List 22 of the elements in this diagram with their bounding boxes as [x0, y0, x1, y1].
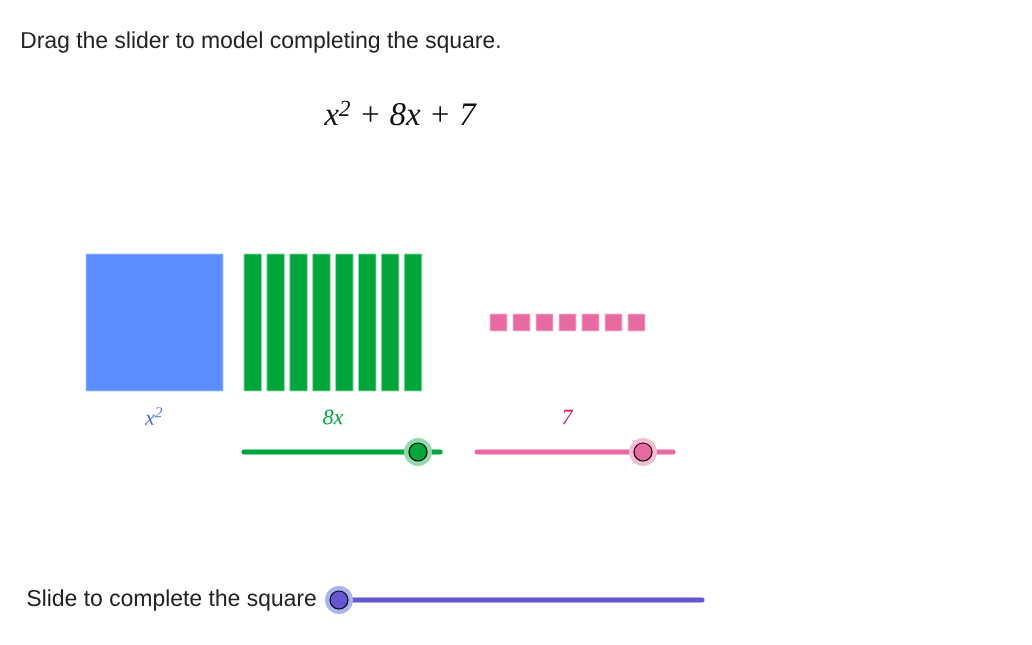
tile-label: 7	[562, 409, 574, 425]
slider-label: Slide to complete the square	[27, 589, 316, 611]
bar-tile	[358, 253, 377, 392]
bar-tile	[289, 253, 308, 392]
bar-tile	[312, 253, 331, 392]
bar-tile	[266, 253, 285, 392]
bar-tile	[381, 253, 400, 392]
unit-tile	[581, 313, 600, 332]
square-tile	[85, 253, 224, 392]
tile-label: 8x	[323, 409, 344, 425]
unit-tile	[489, 313, 508, 332]
unit-tile	[627, 313, 646, 332]
bar-tile	[335, 253, 354, 392]
unit-tile	[512, 313, 531, 332]
instruction-text: Drag the slider to model completing the square.	[22, 31, 500, 53]
unit-tile	[558, 313, 577, 332]
bar-tile	[243, 253, 262, 392]
expression: x$^{2}$ + 8x + 7	[323, 100, 477, 126]
unit-tile	[535, 313, 554, 332]
tile-label: x$^{2}$	[144, 407, 163, 425]
bar-tile	[403, 253, 423, 392]
unit-tile	[604, 313, 623, 332]
